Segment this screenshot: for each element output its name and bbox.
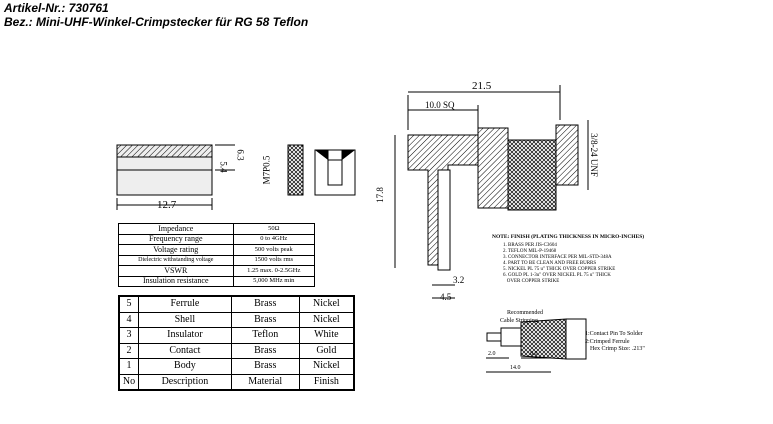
header-description: Description bbox=[138, 373, 232, 391]
part-material: Brass bbox=[230, 311, 300, 328]
part-no: 3 bbox=[118, 327, 139, 344]
dim-6-3: 6.3 bbox=[235, 149, 246, 161]
spec-value: 5,000 MHz min bbox=[232, 275, 316, 287]
part-description: Contact bbox=[138, 342, 232, 359]
part-description: Shell bbox=[138, 311, 232, 328]
spec-value: 0 to 4GHz bbox=[232, 233, 316, 245]
part-finish: White bbox=[298, 327, 355, 344]
header-material: Material bbox=[230, 373, 300, 391]
part-description: Insulator bbox=[138, 327, 232, 344]
dim-unf: 3/8-24 UNF bbox=[588, 133, 599, 177]
note-item: 2. TEFLON MIL-P-19468 bbox=[503, 249, 557, 254]
part-finish: Nickel bbox=[298, 311, 355, 328]
part-material: Brass bbox=[230, 358, 300, 375]
dim-thread: M7P0.5 bbox=[261, 155, 272, 185]
connector-drawing bbox=[394, 85, 589, 299]
spring-drawing bbox=[287, 144, 356, 196]
dim-4-5: 4.5 bbox=[440, 292, 452, 302]
part-description: Body bbox=[138, 358, 232, 375]
spec-label: Voltage rating bbox=[118, 244, 234, 256]
article-number: Artikel-Nr.: 730761 bbox=[4, 1, 109, 15]
spec-label: Insulation resistance bbox=[118, 275, 234, 287]
part-no: 5 bbox=[118, 295, 139, 313]
note-title: NOTE: FINISH (PLATING THICKNESS IN MICRO… bbox=[492, 234, 645, 240]
stripping-subtitle: Cable Stripping bbox=[500, 318, 538, 324]
article-description: Bez.: Mini-UHF-Winkel-Crimpstecker für R… bbox=[4, 15, 309, 29]
dim-overall: 21.5 bbox=[472, 80, 492, 92]
header-finish: Finish bbox=[298, 373, 355, 391]
dim-ferrule-length: 12.7 bbox=[157, 199, 177, 211]
note-item: 3. CONNECTOR INTERFACE PER MIL-STD-348A bbox=[503, 255, 612, 260]
part-finish: Nickel bbox=[298, 295, 355, 313]
dim-3-2: 3.2 bbox=[453, 275, 465, 285]
part-finish: Nickel bbox=[298, 358, 355, 375]
stripping-note-1: 1:Contact Pin To Solder bbox=[585, 331, 643, 337]
note-item: 1. BRASS PER JIS-C3604 bbox=[503, 243, 557, 248]
spec-label: VSWR bbox=[118, 265, 234, 277]
part-no: 1 bbox=[118, 358, 139, 375]
ferrule-drawing bbox=[116, 144, 235, 210]
stripping-note-2: 2:Crimped Ferrule bbox=[585, 339, 630, 345]
dim-strip-14: 14.0 bbox=[510, 365, 521, 371]
note-item: 4. PART TO BE CLEAN AND FREE BURRS bbox=[503, 261, 597, 266]
spec-label: Dielectric withstanding voltage bbox=[118, 254, 234, 266]
note-item: 6. GOLD PL 1-3u" OVER NICKEL PL 75 u" TH… bbox=[503, 273, 611, 284]
part-no: 4 bbox=[118, 311, 139, 328]
part-no: 2 bbox=[118, 342, 139, 359]
dim-5-4: 5.4 bbox=[218, 161, 229, 173]
part-material: Brass bbox=[230, 295, 300, 313]
dim-square: 10.0 SQ bbox=[425, 100, 455, 110]
spec-value: 500 volts peak bbox=[232, 244, 316, 256]
spec-value: 50Ω bbox=[232, 223, 316, 235]
note-item: 5. NICKEL PL 75 u" THICK OVER COPPER STR… bbox=[503, 267, 616, 272]
header-no: No bbox=[118, 373, 139, 391]
spec-value: 1.25 max. 0-2.5GHz bbox=[232, 265, 316, 277]
spec-value: 1500 volts rms bbox=[232, 254, 316, 266]
dim-strip-2: 2.0 bbox=[488, 351, 496, 357]
part-material: Teflon bbox=[230, 327, 300, 344]
part-material: Brass bbox=[230, 342, 300, 359]
spec-label: Frequency range bbox=[118, 233, 234, 245]
part-description: Ferrule bbox=[138, 295, 232, 313]
cable-stripping-drawing bbox=[486, 318, 587, 373]
stripping-note-3: Hex Crimp Size: .213" bbox=[590, 346, 645, 352]
spec-label: Impedance bbox=[118, 223, 234, 235]
dim-strip-8: 8.0 bbox=[530, 351, 538, 357]
dim-height: 17.8 bbox=[374, 187, 385, 203]
stripping-title: Recommended bbox=[507, 310, 543, 316]
part-finish: Gold bbox=[298, 342, 355, 359]
